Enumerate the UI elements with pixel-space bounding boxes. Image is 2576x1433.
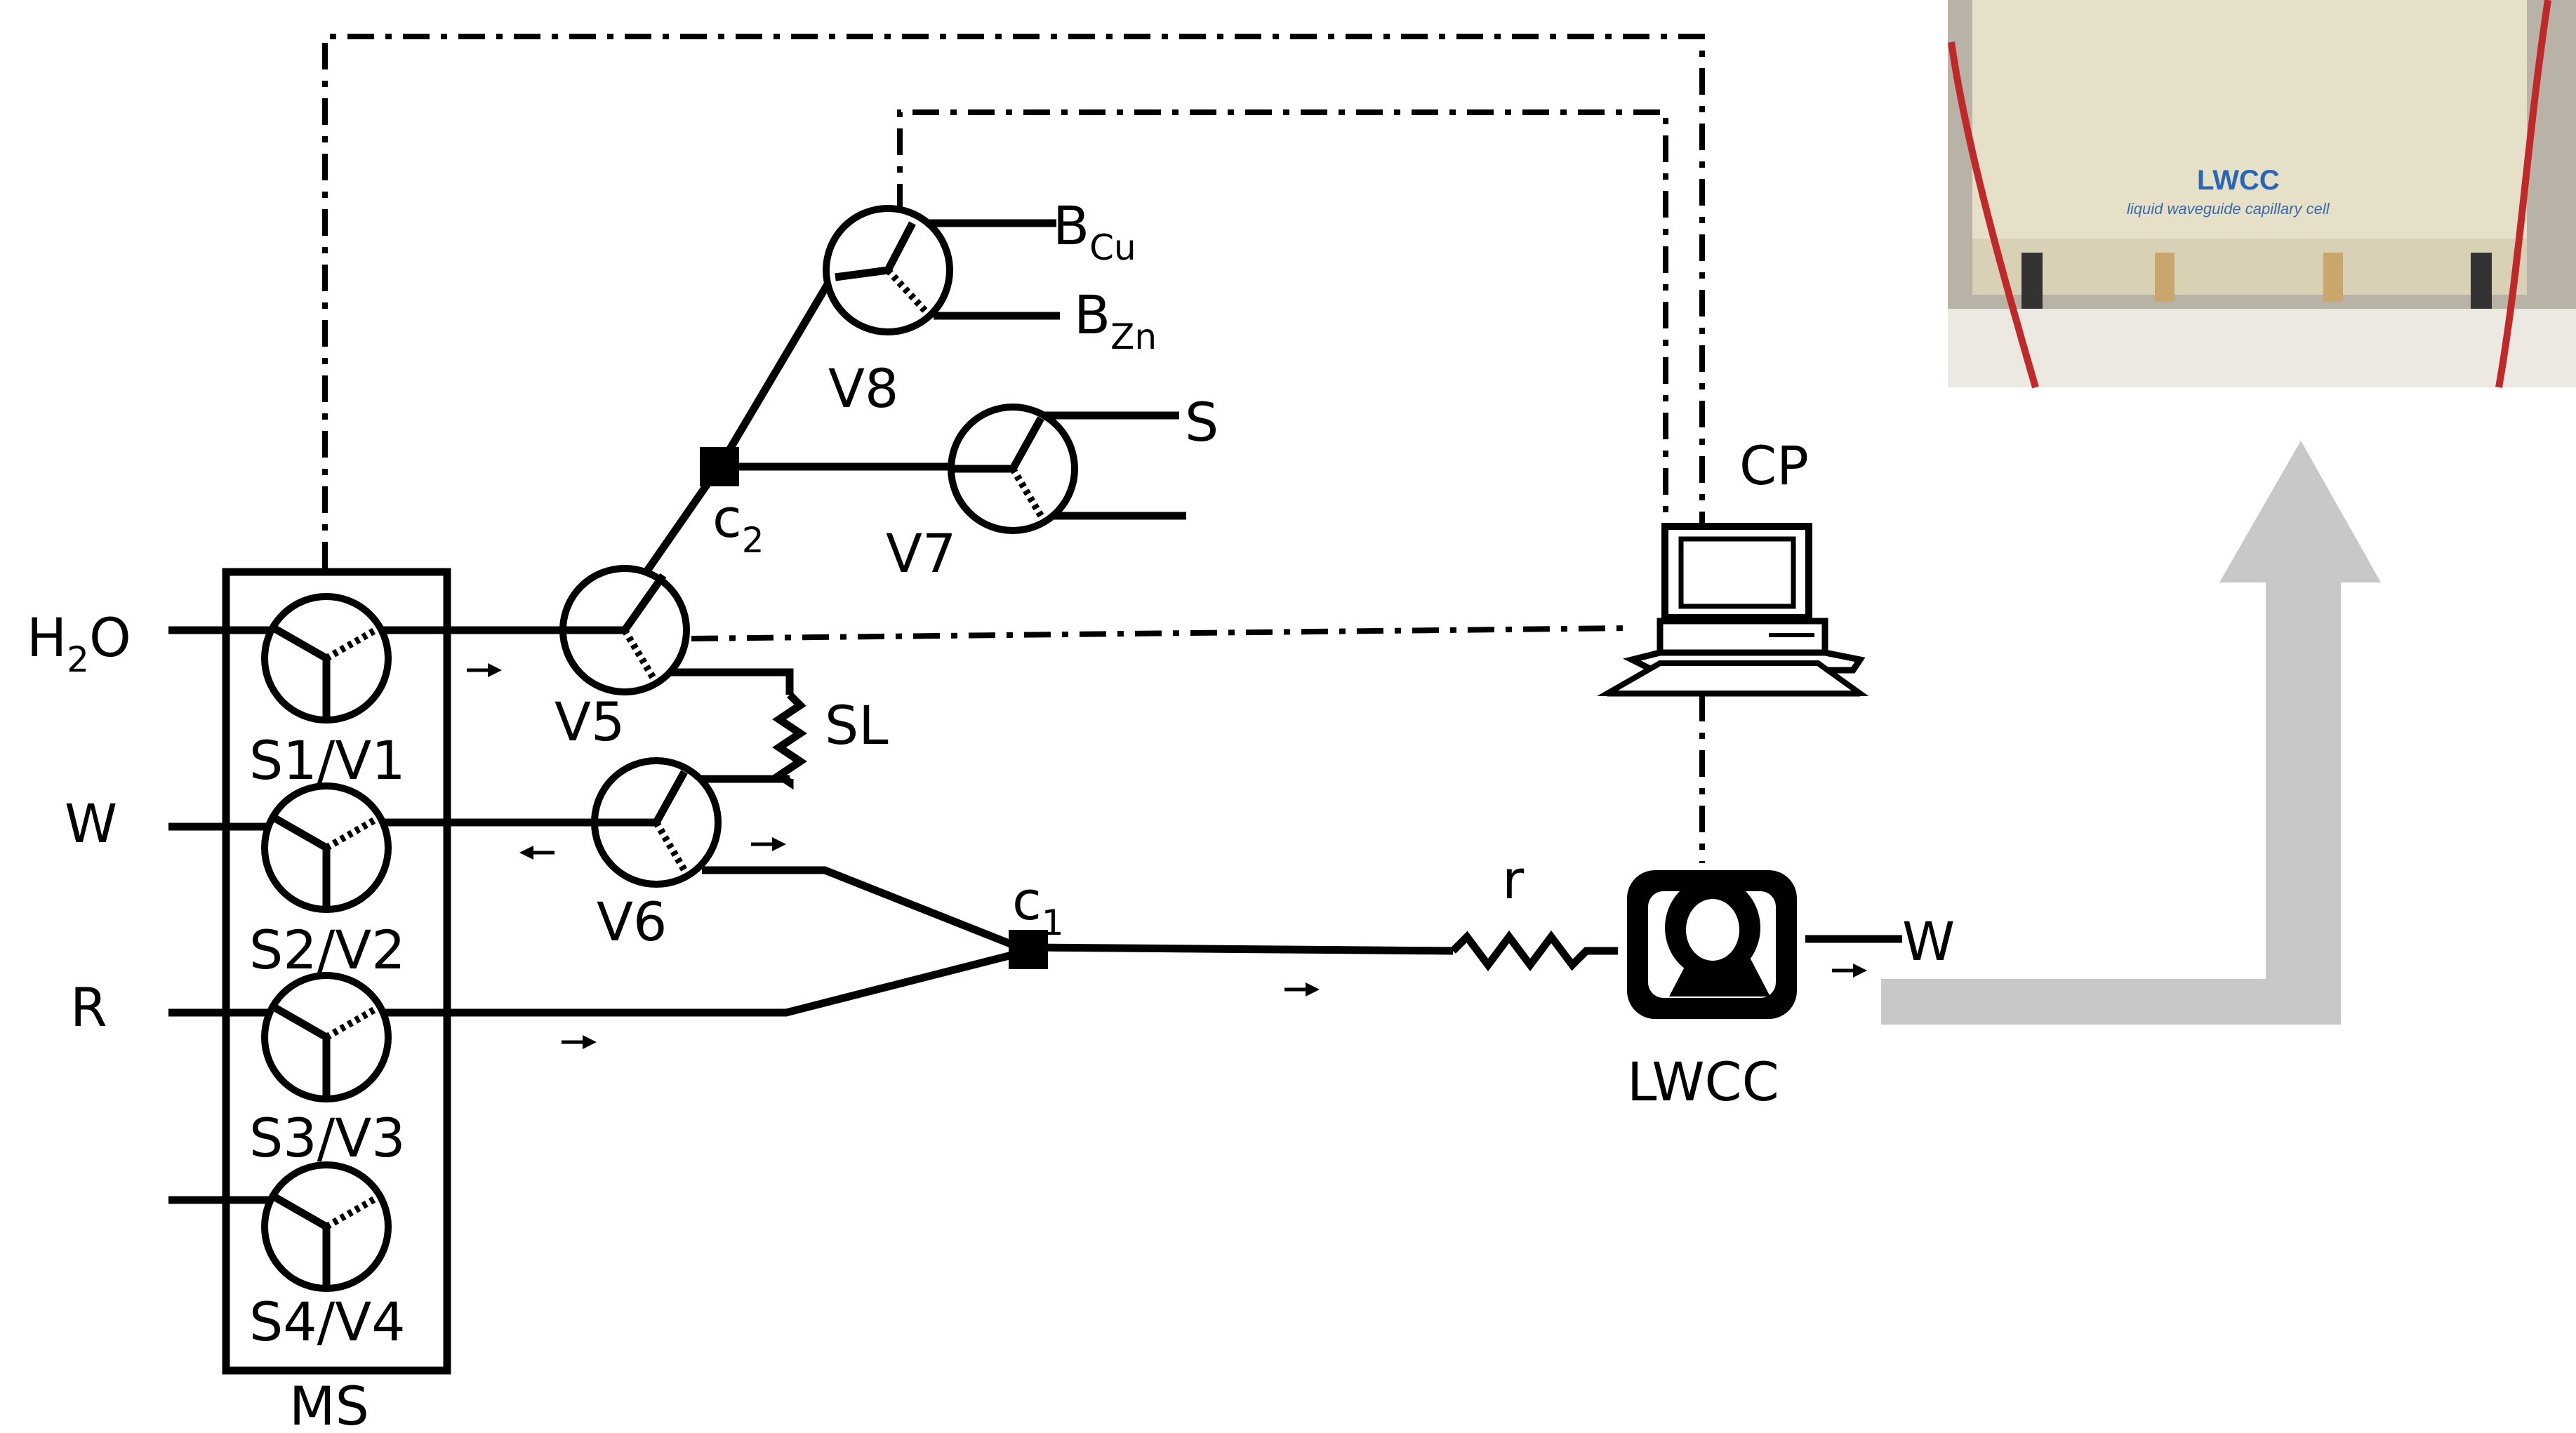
arrow-right-main — [1284, 982, 1320, 997]
label-ms: MS — [289, 1375, 369, 1433]
big-grey-arrow — [1881, 441, 2381, 1025]
arrow-right-v6 — [751, 837, 786, 851]
arrow-left-w — [519, 846, 555, 860]
photo-brand-label: LWCC — [2197, 165, 2280, 196]
label-s: S — [1185, 391, 1219, 453]
lwcc-detector — [1627, 870, 1797, 1019]
line-v6-c1 — [702, 870, 1028, 951]
label-v2: S2/V2 — [249, 919, 406, 981]
label-c2: c2 — [712, 487, 764, 561]
label-sl: SL — [825, 694, 889, 757]
label-v1: S1/V1 — [249, 729, 406, 792]
label-v8: V8 — [828, 357, 898, 420]
valve-v7 — [951, 407, 1075, 531]
label-h2o: H2O — [27, 606, 131, 680]
photo-caption: liquid waveguide capillary cell — [2127, 200, 2330, 218]
label-w-in: W — [65, 792, 117, 855]
label-bzn: BZn — [1074, 284, 1157, 357]
label-v3: S3/V3 — [249, 1107, 406, 1169]
label-v5: V5 — [555, 691, 625, 753]
valve-v5 — [563, 568, 686, 692]
label-v4: S4/V4 — [249, 1291, 406, 1353]
valve-v4 — [265, 1165, 388, 1288]
confluence-c2 — [700, 447, 739, 486]
line-c1-r — [1028, 947, 1453, 951]
valve-v1 — [265, 596, 388, 720]
resistor-r — [1453, 937, 1618, 965]
label-v7: V7 — [886, 522, 956, 585]
line-v3-c1 — [365, 951, 1028, 1013]
label-r-in: R — [70, 976, 107, 1039]
ctrl-line-v5 — [691, 628, 1628, 639]
arrow-right-out — [1832, 964, 1867, 978]
label-w-out: W — [1902, 910, 1955, 973]
valve-v2 — [265, 786, 388, 909]
label-v6: V6 — [597, 891, 667, 953]
sample-loop-sl — [779, 695, 800, 782]
line-sl-top — [653, 672, 790, 695]
label-cp: CP — [1739, 434, 1809, 497]
computer-icon — [1607, 526, 1860, 693]
label-bcu: BCu — [1053, 194, 1136, 268]
arrow-right-h2o — [467, 663, 502, 677]
label-r: r — [1502, 848, 1525, 911]
valve-v6 — [595, 761, 718, 884]
label-lwcc: LWCC — [1627, 1051, 1779, 1113]
valve-v3 — [265, 975, 388, 1099]
arrow-right-r — [562, 1035, 597, 1049]
valve-v8 — [826, 208, 950, 332]
line-c2-v8 — [719, 277, 832, 467]
